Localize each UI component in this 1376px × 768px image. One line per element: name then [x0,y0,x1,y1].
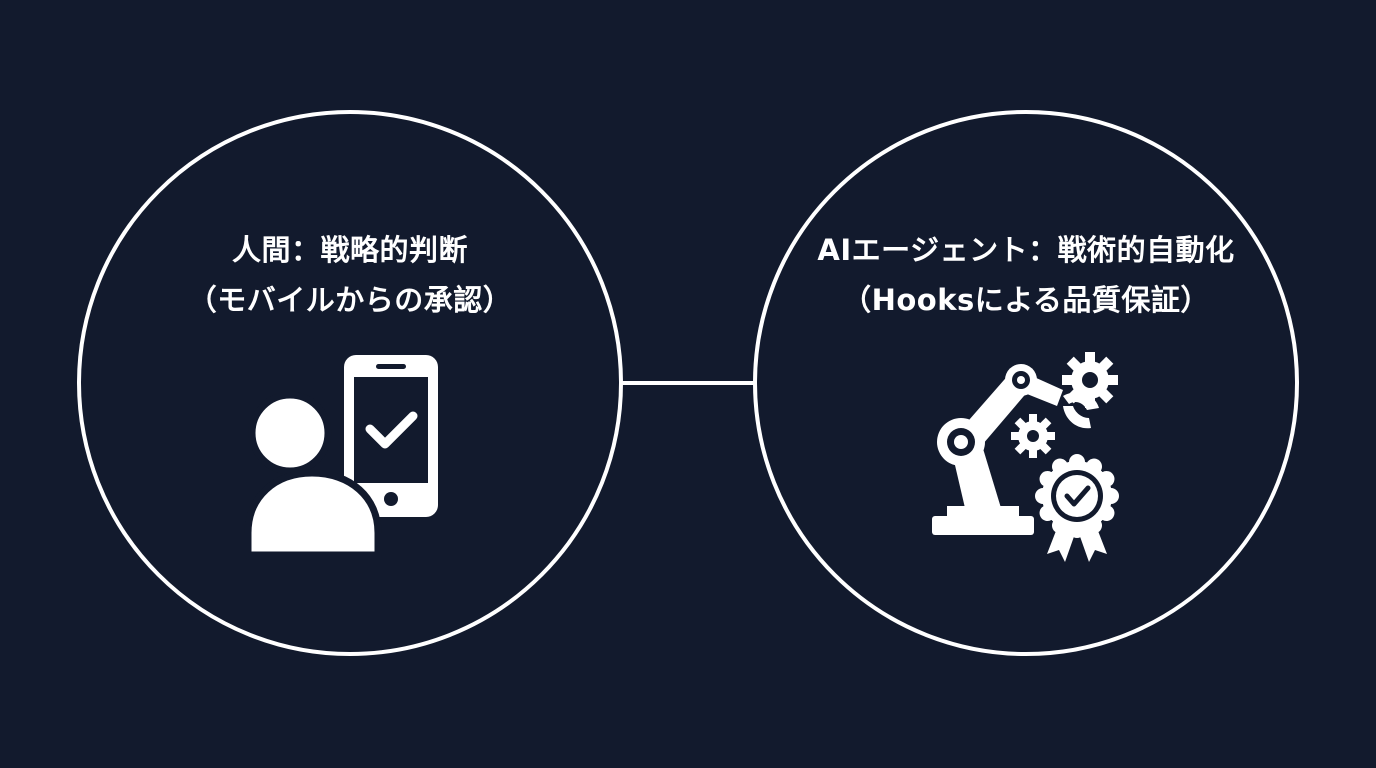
robotic-arm-gears-quality-badge-icon [932,352,1119,562]
ai-title: AIエージェント：戦術的自動化 （Hooksによる品質保証） [766,225,1286,325]
human-title-line2: （モバイルからの承認） [187,283,513,317]
ai-agent-circle [753,110,1299,656]
person-with-mobile-approval-icon [244,355,438,559]
ai-title-line1: AIエージェント：戦術的自動化 [817,233,1235,267]
connector-line [621,381,755,385]
ai-title-line2: （Hooksによる品質保証） [842,283,1210,317]
human-title-line1: 人間：戦略的判断 [231,233,468,267]
human-title: 人間：戦略的判断 （モバイルからの承認） [90,225,610,325]
